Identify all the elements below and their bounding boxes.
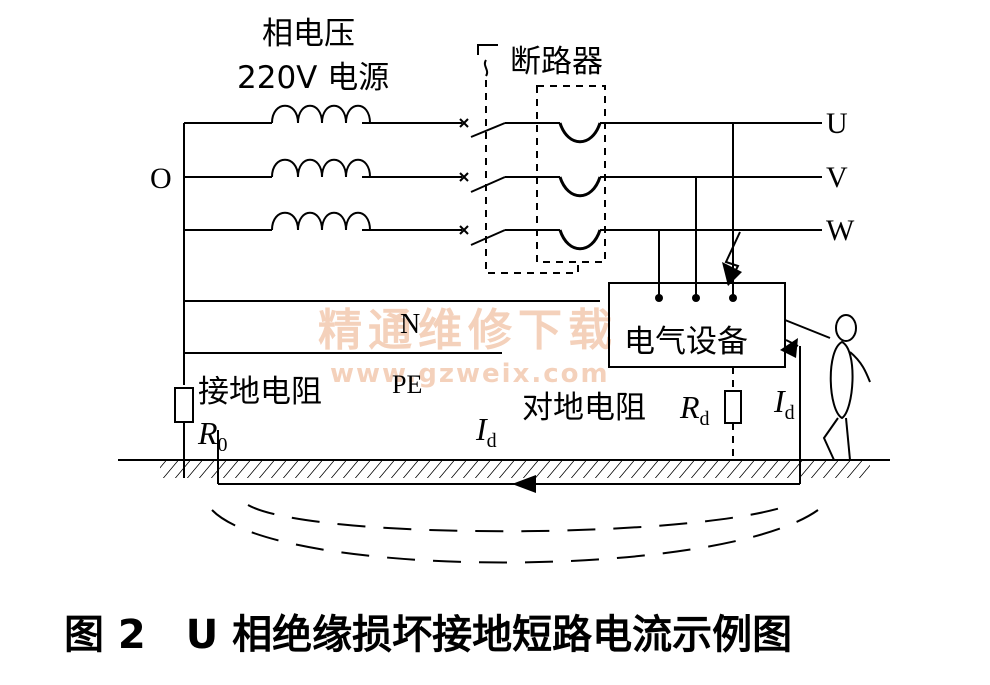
neutral-point-label: O	[150, 162, 172, 195]
watermark: 精通维修下载 www.gzweix.com	[318, 305, 618, 389]
trip-coil-w-icon	[558, 229, 602, 251]
earth-resistance-symbol: Rd	[679, 389, 710, 430]
phase-label-u: U	[826, 107, 848, 140]
fault-current-symbol-right: Id	[773, 383, 795, 424]
neutral-line-label: N	[400, 309, 420, 340]
phase-v-line	[184, 158, 822, 198]
pe-line-label: PE	[392, 370, 422, 399]
fault-current-symbol-ground: Id	[475, 411, 497, 452]
person-figure-icon	[784, 314, 871, 461]
watermark-line1: 精通维修下载	[318, 305, 618, 356]
equipment-connections	[655, 123, 737, 302]
phase-label-v: V	[826, 161, 848, 194]
trip-coil-u-icon	[558, 122, 602, 144]
phase-w-line	[184, 211, 822, 251]
trip-coil-v-icon	[558, 176, 602, 198]
watermark-line2: www.gzweix.com	[330, 359, 610, 389]
phase-label-w: W	[826, 214, 855, 247]
coil-v-icon	[271, 158, 371, 178]
ground-resistor-symbol: R0	[197, 415, 228, 456]
fault-arrow-icon	[722, 231, 742, 286]
source-label-line1: 相电压	[262, 16, 355, 52]
breaker-mechanism	[477, 44, 606, 274]
phase-u-line	[184, 104, 822, 144]
source-label-line2: 220V 电源	[237, 60, 389, 96]
ground-resistor-label: 接地电阻	[198, 374, 322, 410]
switch-contacts	[459, 118, 469, 235]
coil-w-icon	[271, 211, 371, 231]
coil-u-icon	[271, 104, 371, 124]
ground-potential-arcs	[211, 504, 819, 564]
figure-caption: 图 2 U 相绝缘损坏接地短路电流示例图	[64, 612, 792, 658]
ground-surface	[118, 459, 890, 478]
earth-resistance-rd	[724, 367, 742, 460]
equipment-label: 电气设备	[624, 324, 748, 360]
breaker-label: 断路器	[510, 44, 603, 80]
earth-resistance-label: 对地电阻	[522, 390, 646, 426]
